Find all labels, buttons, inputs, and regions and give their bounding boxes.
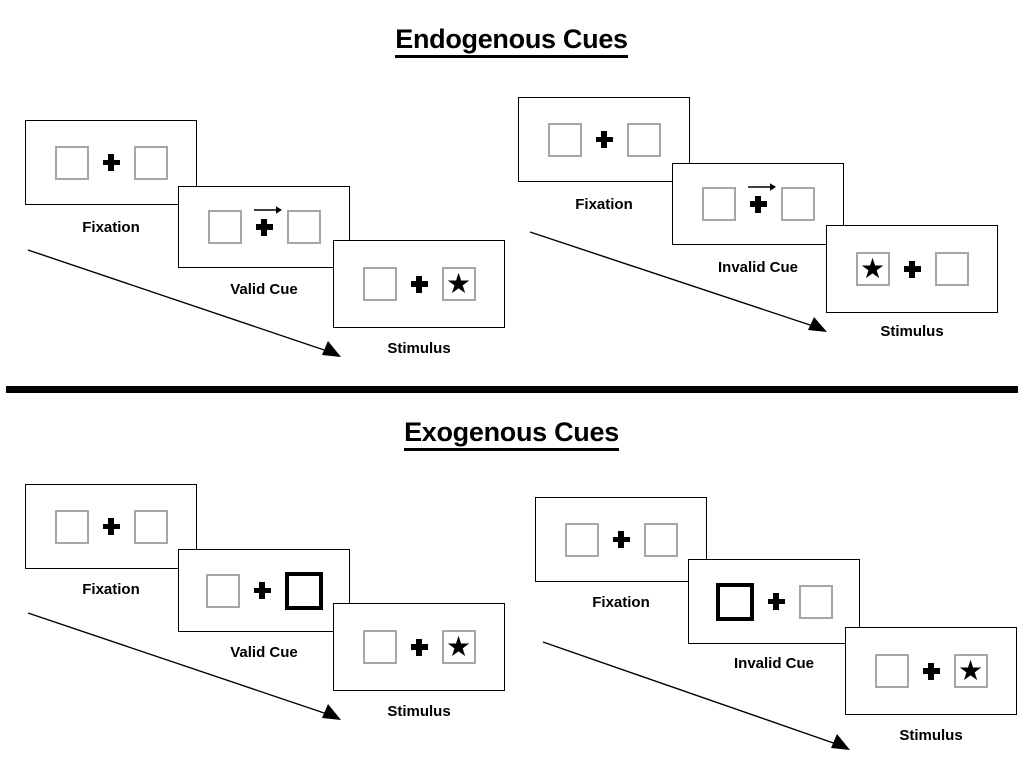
fixation-cross-icon xyxy=(410,638,428,656)
right-box xyxy=(133,145,168,180)
left-box xyxy=(54,145,89,180)
panel-exogenous-valid-stimulus: ★ xyxy=(333,603,505,691)
right-box: ★ xyxy=(441,267,476,301)
fixation-cross-icon xyxy=(767,593,785,610)
star-icon: ★ xyxy=(957,655,984,686)
right-box: ★ xyxy=(953,654,988,688)
panel-content xyxy=(519,98,689,181)
panel-content: ★ xyxy=(827,226,997,312)
panel-content xyxy=(26,485,196,568)
fixation-cross-icon xyxy=(747,182,776,213)
left-box xyxy=(362,630,397,664)
caption-endogenous-invalid-cue: Invalid Cue xyxy=(717,259,799,276)
panel-content xyxy=(689,560,859,643)
caption-exogenous-invalid-fixation: Fixation xyxy=(592,594,650,611)
panel-exogenous-invalid-fixation xyxy=(535,497,707,582)
right-box xyxy=(934,252,969,286)
exogenous-title-text: Exogenous Cues xyxy=(404,417,619,451)
right-box xyxy=(780,187,815,221)
panel-content xyxy=(673,164,843,244)
caption-endogenous-valid-stimulus: Stimulus xyxy=(387,340,451,357)
star-icon: ★ xyxy=(859,253,886,284)
left-box xyxy=(362,267,397,301)
right-box xyxy=(643,522,678,557)
caption-exogenous-invalid-cue: Invalid Cue xyxy=(733,655,815,672)
fixation-cross-icon xyxy=(253,205,282,236)
section-divider xyxy=(6,386,1018,393)
panel-content xyxy=(26,121,196,204)
endogenous-section-title: Endogenous Cues xyxy=(0,24,1023,58)
fixation-cross-icon xyxy=(102,518,120,535)
left-box xyxy=(564,522,599,557)
caption-exogenous-invalid-stimulus: Stimulus xyxy=(899,727,963,744)
caption-exogenous-valid-cue: Valid Cue xyxy=(230,644,298,661)
panel-content xyxy=(179,550,349,631)
right-box: ★ xyxy=(441,630,476,664)
cue-arrow-right-icon xyxy=(747,182,776,191)
caption-endogenous-valid-cue: Valid Cue xyxy=(230,281,298,298)
left-box-highlighted xyxy=(715,582,754,621)
left-box: ★ xyxy=(855,252,890,286)
panel-endogenous-valid-stimulus: ★ xyxy=(333,240,505,328)
fixation-cross-icon xyxy=(612,531,630,548)
right-box xyxy=(286,210,321,244)
panel-exogenous-valid-fixation xyxy=(25,484,197,569)
fixation-cross-icon xyxy=(922,662,940,680)
star-icon: ★ xyxy=(445,631,472,662)
panel-endogenous-invalid-cue xyxy=(672,163,844,245)
left-box xyxy=(701,187,736,221)
panel-exogenous-invalid-stimulus: ★ xyxy=(845,627,1017,715)
left-box xyxy=(207,210,242,244)
fixation-cross-icon xyxy=(102,154,120,171)
left-box xyxy=(547,122,582,157)
left-box xyxy=(874,654,909,688)
caption-exogenous-valid-stimulus: Stimulus xyxy=(387,703,451,720)
right-box xyxy=(798,584,833,619)
star-icon: ★ xyxy=(445,268,472,299)
left-box xyxy=(54,509,89,544)
caption-endogenous-invalid-stimulus: Stimulus xyxy=(880,323,944,340)
panel-content xyxy=(536,498,706,581)
panel-endogenous-invalid-fixation xyxy=(518,97,690,182)
exogenous-section-title: Exogenous Cues xyxy=(0,417,1023,451)
caption-endogenous-invalid-fixation: Fixation xyxy=(575,196,633,213)
panel-endogenous-valid-cue xyxy=(178,186,350,268)
cue-arrow-right-icon xyxy=(253,205,282,214)
fixation-cross-icon xyxy=(253,582,271,599)
panel-content: ★ xyxy=(334,604,504,690)
caption-endogenous-valid-fixation: Fixation xyxy=(82,219,140,236)
fixation-cross-icon xyxy=(410,275,428,293)
panel-exogenous-invalid-cue xyxy=(688,559,860,644)
panel-endogenous-invalid-stimulus: ★ xyxy=(826,225,998,313)
panel-endogenous-valid-fixation xyxy=(25,120,197,205)
endogenous-title-text: Endogenous Cues xyxy=(395,24,628,58)
left-box xyxy=(205,573,240,608)
right-box xyxy=(133,509,168,544)
panel-content xyxy=(179,187,349,267)
panel-exogenous-valid-cue xyxy=(178,549,350,632)
right-box-highlighted xyxy=(284,571,323,610)
caption-exogenous-valid-fixation: Fixation xyxy=(82,581,140,598)
panel-content: ★ xyxy=(334,241,504,327)
fixation-cross-icon xyxy=(903,260,921,278)
fixation-cross-icon xyxy=(595,131,613,148)
right-box xyxy=(626,122,661,157)
panel-content: ★ xyxy=(846,628,1016,714)
